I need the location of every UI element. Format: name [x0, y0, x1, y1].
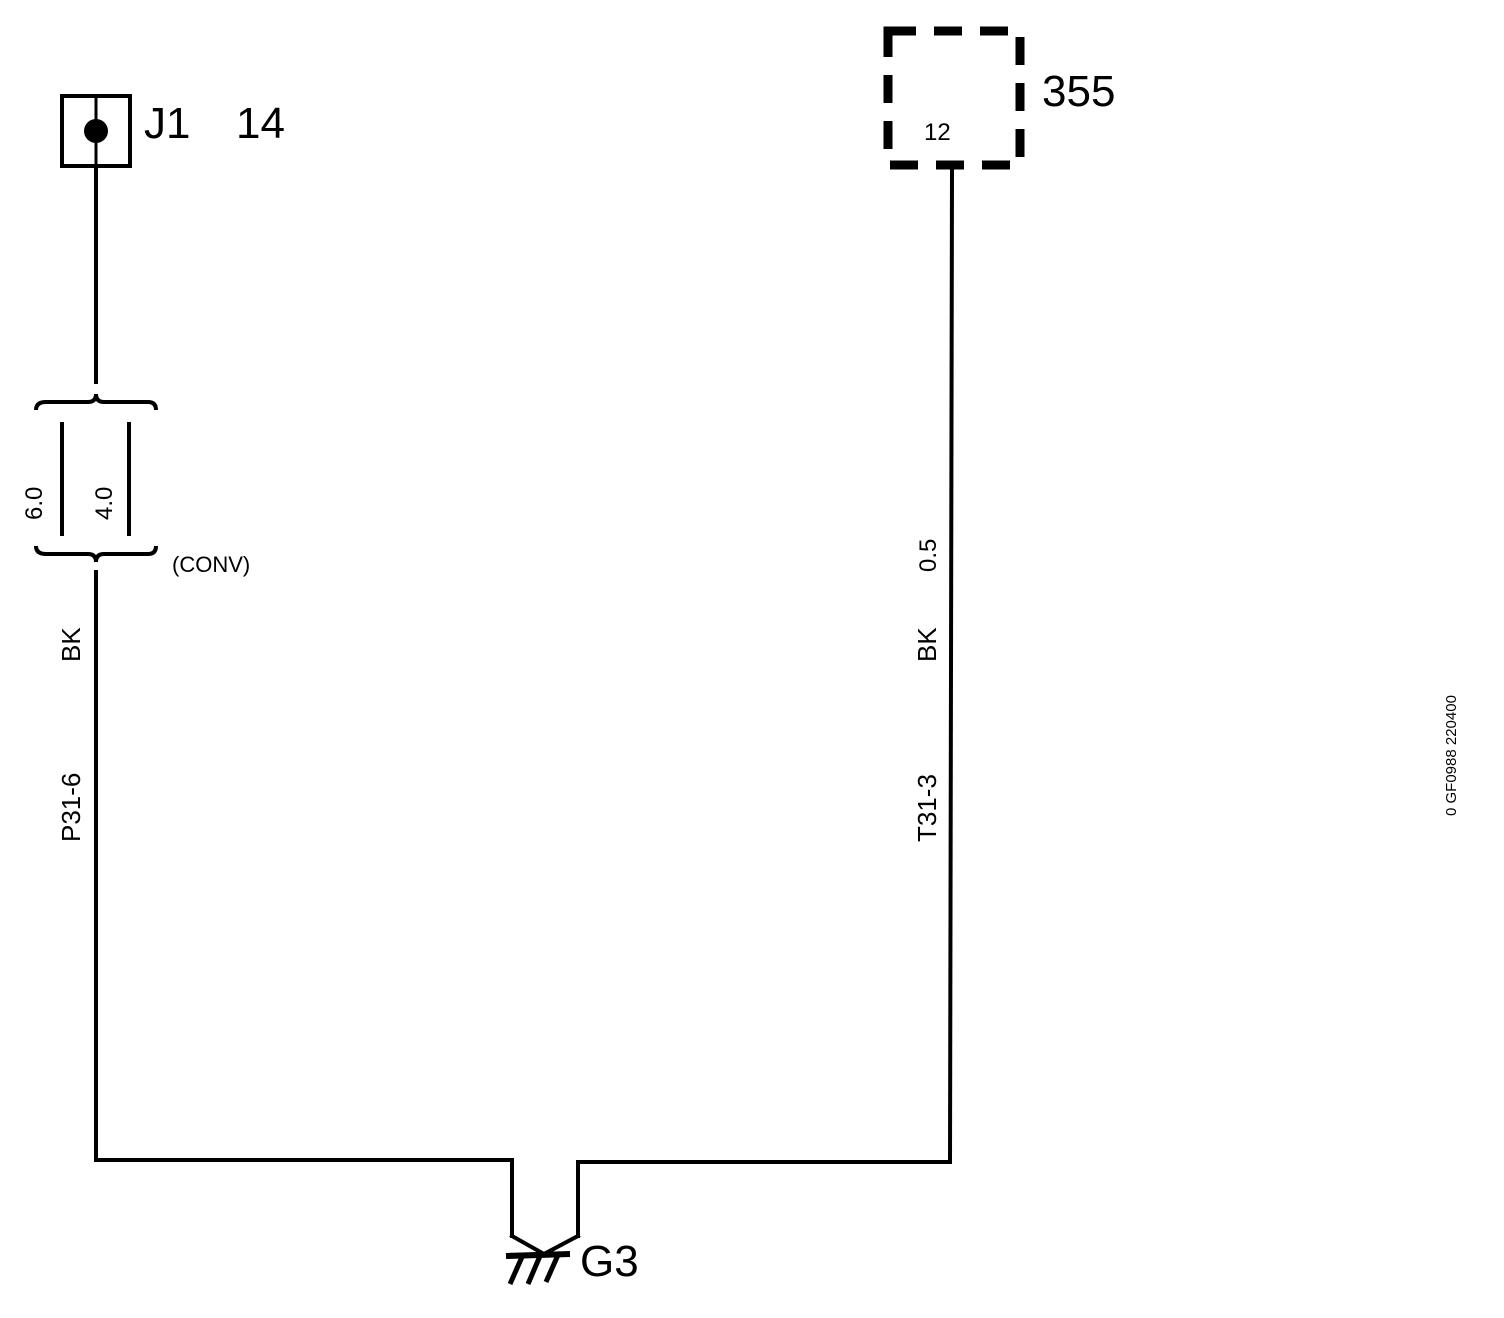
- module-355-box: [883, 26, 1025, 170]
- left-wire-size-b: 4.0: [91, 487, 118, 520]
- left-wire-variant: (CONV): [172, 552, 250, 577]
- module-355-pin: 12: [924, 119, 951, 146]
- ground-right-lead: [541, 1233, 581, 1257]
- module-355-id: 355: [1042, 67, 1115, 116]
- right-wire-segment: [947, 167, 955, 1165]
- left-wire-upper-brace: [34, 393, 158, 411]
- right-wire-color: BK: [912, 627, 942, 662]
- connector-j1-pin-dot: [84, 119, 108, 143]
- left-wire-size-a: 6.0: [21, 487, 48, 520]
- ground-hatch-2: [525, 1255, 543, 1285]
- ground-left-run: [94, 1158, 514, 1238]
- left-wire-circuit: P31-6: [56, 773, 86, 842]
- ground-hatch-1: [507, 1255, 525, 1286]
- ground-left-lead: [509, 1233, 547, 1257]
- left-wire: 6.0 4.0 (CONV) BK P31-6: [21, 164, 250, 1162]
- ground-symbol-g3: G3: [505, 1237, 639, 1286]
- connector-j1-pin: 14: [236, 99, 285, 148]
- connector-j1: J1 14: [60, 94, 285, 168]
- drawing-id: 0 GF0988 220400: [1443, 695, 1460, 816]
- connector-j1-name: J1: [144, 99, 190, 148]
- ground-right-run: [576, 1160, 952, 1238]
- ground-name: G3: [580, 1237, 639, 1286]
- left-wire-lower-brace: [34, 545, 158, 563]
- ground-connection: [94, 1158, 952, 1257]
- ground-bar: [505, 1251, 571, 1259]
- right-wire-circuit: T31-3: [912, 774, 942, 842]
- module-355: 355 12: [883, 26, 1115, 170]
- right-wire: 0.5 BK T31-3: [912, 167, 955, 1165]
- left-wire-color: BK: [56, 627, 86, 662]
- right-wire-size: 0.5: [915, 539, 942, 572]
- ground-hatch-3: [543, 1253, 561, 1284]
